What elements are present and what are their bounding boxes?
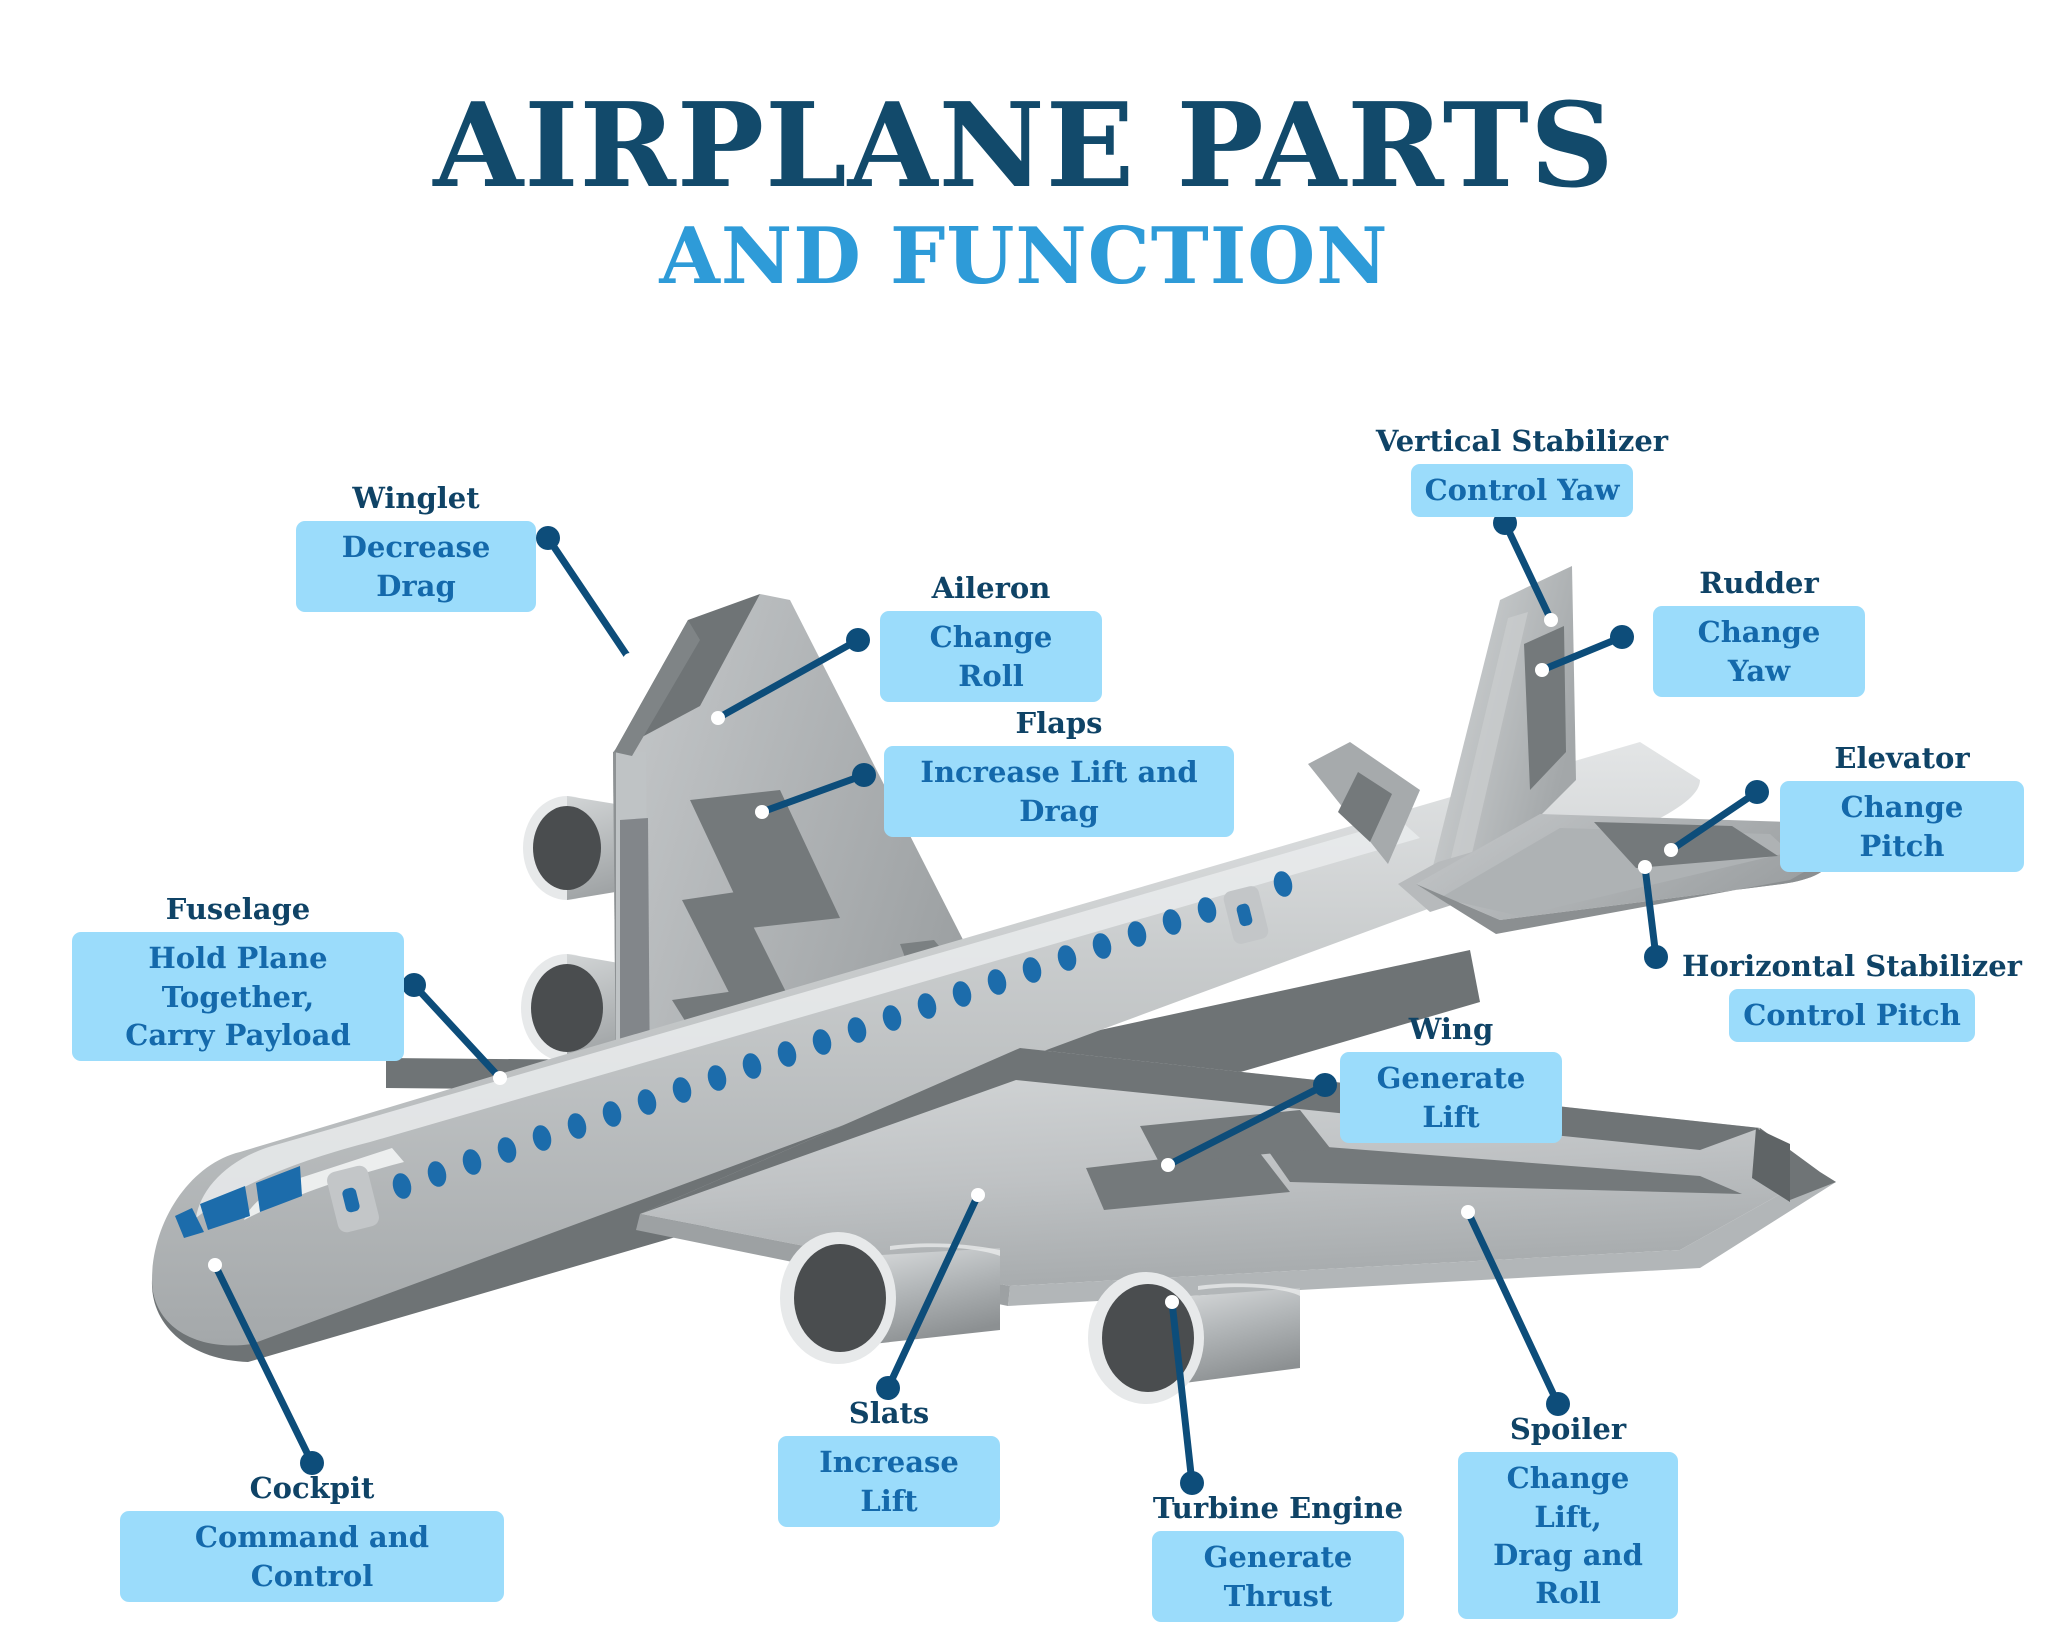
callout-flaps-caption: Flaps xyxy=(1015,706,1103,740)
callout-elevator-caption: Elevator xyxy=(1834,741,1970,775)
spoiler-panel-outer xyxy=(1262,1142,1742,1194)
callout-vertical-stabilizer[interactable]: Vertical Stabilizer Control Yaw xyxy=(1372,424,1672,517)
callout-fuselage-caption: Fuselage xyxy=(165,892,311,926)
callout-slats-caption: Slats xyxy=(848,1396,930,1430)
callout-cockpit-value: Command and Control xyxy=(120,1511,504,1602)
near-wing-panel-mid xyxy=(1140,1110,1330,1164)
callout-spoiler-caption: Spoiler xyxy=(1509,1412,1627,1446)
callout-fuselage-value: Hold Plane Together, Carry Payload xyxy=(72,932,404,1062)
callout-aileron-caption: Aileron xyxy=(931,571,1051,605)
leader-aileron xyxy=(714,636,862,722)
far-wing-inner-edge xyxy=(620,818,650,1092)
callout-horizontal-stabilizer-value: Control Pitch xyxy=(1729,989,1975,1042)
leader-turbine-engine xyxy=(1168,1298,1196,1487)
callout-aileron-value: Change Roll xyxy=(880,611,1102,702)
leader-lines xyxy=(208,511,1769,1495)
callout-aileron[interactable]: Aileron Change Roll xyxy=(880,571,1102,702)
leader-wing xyxy=(1164,1081,1329,1169)
callout-slats-value: Increase Lift xyxy=(778,1436,1000,1527)
far-wing-panel-3 xyxy=(682,892,800,1026)
callout-vertical-stabilizer-value: Control Yaw xyxy=(1410,464,1634,517)
tail-assembly xyxy=(1308,566,1832,934)
page-title: AIRPLANE PARTS xyxy=(433,78,1615,214)
callout-winglet-caption: Winglet xyxy=(352,481,480,515)
leader-spoiler xyxy=(1464,1208,1562,1408)
leader-slats xyxy=(884,1191,982,1392)
near-wing-trailing-edge xyxy=(1008,1172,1836,1306)
fuselage-body xyxy=(152,742,1700,1346)
callout-turbine-engine-value: Generate Thrust xyxy=(1152,1531,1404,1622)
callout-flaps[interactable]: Flaps Increase Lift and Drag xyxy=(884,706,1234,837)
callout-winglet-value: Decrease Drag xyxy=(296,521,536,612)
callout-horizontal-stabilizer[interactable]: Horizontal Stabilizer Control Pitch xyxy=(1672,949,2032,1042)
callout-elevator-value: Change Pitch xyxy=(1780,781,2024,872)
callout-rudder[interactable]: Rudder Change Yaw xyxy=(1653,566,1865,697)
callout-flaps-value: Increase Lift and Drag xyxy=(884,746,1234,837)
forward-door xyxy=(327,1165,379,1233)
callout-rudder-value: Change Yaw xyxy=(1653,606,1865,697)
callout-spoiler[interactable]: Spoiler Change Lift, Drag and Roll xyxy=(1458,1412,1678,1620)
callout-wing-value: Generate Lift xyxy=(1340,1052,1562,1143)
callout-spoiler-value: Change Lift, Drag and Roll xyxy=(1458,1452,1678,1620)
mid-door xyxy=(1223,886,1269,944)
leader-vertical-stabilizer xyxy=(1501,519,1555,624)
callout-wing[interactable]: Wing Generate Lift xyxy=(1340,1012,1562,1143)
leader-winglet xyxy=(544,534,634,664)
leader-elevator xyxy=(1667,788,1761,854)
callout-wing-caption: Wing xyxy=(1408,1012,1494,1046)
callout-winglet[interactable]: Winglet Decrease Drag xyxy=(296,481,536,612)
rear-passenger-windows xyxy=(1273,871,1293,897)
callout-elevator[interactable]: Elevator Change Pitch xyxy=(1780,741,2024,872)
callout-cockpit-caption: Cockpit xyxy=(249,1471,375,1505)
elevator xyxy=(1594,822,1778,868)
spoiler-panel-inner xyxy=(1086,1148,1290,1210)
callout-rudder-caption: Rudder xyxy=(1699,566,1819,600)
leader-rudder xyxy=(1538,633,1626,674)
passenger-windows xyxy=(392,897,1217,1199)
callout-slats[interactable]: Slats Increase Lift xyxy=(778,1396,1000,1527)
callout-turbine-engine[interactable]: Turbine Engine Generate Thrust xyxy=(1152,1491,1404,1622)
elevator-far xyxy=(1338,772,1392,842)
callout-turbine-engine-caption: Turbine Engine xyxy=(1152,1491,1404,1525)
header: AIRPLANE PARTS AND FUNCTION xyxy=(0,88,2048,296)
leader-horizontal-stabilizer xyxy=(1641,863,1660,961)
callout-fuselage[interactable]: Fuselage Hold Plane Together, Carry Payl… xyxy=(72,892,404,1062)
far-wing-aileron-panel xyxy=(690,790,840,928)
callout-cockpit[interactable]: Cockpit Command and Control xyxy=(120,1471,504,1602)
engine-near-inboard xyxy=(780,1232,1000,1364)
callout-vertical-stabilizer-caption: Vertical Stabilizer xyxy=(1375,424,1669,458)
cockpit-windows xyxy=(175,1166,302,1238)
leader-fuselage xyxy=(410,981,504,1082)
fuselage-crown-highlight xyxy=(196,820,1420,1218)
leader-cockpit xyxy=(211,1261,316,1467)
callout-horizontal-stabilizer-caption: Horizontal Stabilizer xyxy=(1682,949,2022,983)
leader-flaps xyxy=(758,771,868,816)
page-subtitle: AND FUNCTION xyxy=(659,211,1389,302)
